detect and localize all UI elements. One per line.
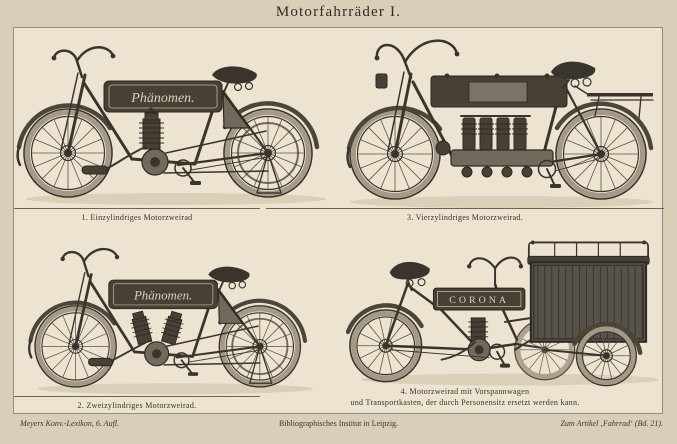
imprint-publisher: Bibliographisches Institut in Leipzig. <box>278 419 399 428</box>
imprint-edition: Meyers Konv.-Lexikon, 6. Aufl. <box>20 419 120 428</box>
rear-stand <box>249 345 273 384</box>
figure-1-illustration: Phänomen. <box>16 46 326 205</box>
front-mudflap <box>16 145 22 167</box>
luggage-rack <box>574 85 654 119</box>
caption-figure-4-line1: 4. Motorzweirad mit Vorspannwagen <box>400 387 530 396</box>
saddle <box>551 61 596 89</box>
rear-fender <box>346 303 424 335</box>
pedal-crank <box>174 156 269 185</box>
figure-3-illustration <box>346 39 654 208</box>
figure-2-illustration: Phänomen. <box>28 247 314 395</box>
caption-figure-4: 4. Motorzweirad mit Vorspannwagen und Tr… <box>266 386 664 408</box>
imprint-article: Zum Artikel ‚Fahrrad‘ (Bd. 21). <box>560 419 663 428</box>
tank-label: CORONA <box>449 295 509 306</box>
divider-top-left <box>14 208 260 209</box>
pedal-crank <box>537 157 602 188</box>
saddle <box>212 66 257 93</box>
caption-figure-2: 2. Zweizylindriges Motorzweirad. <box>77 401 197 410</box>
imprint-row: Meyers Konv.-Lexikon, 6. Aufl. Bibliogra… <box>0 419 677 439</box>
front-fork <box>68 272 93 348</box>
engine-four-cylinder <box>435 115 554 178</box>
rear-fender <box>554 101 654 151</box>
front-fork <box>375 71 413 156</box>
plate-frame: Phänomen. <box>13 27 664 414</box>
handlebar <box>467 256 524 286</box>
handlebar <box>374 39 460 80</box>
rear-stand <box>256 152 282 194</box>
engine-v-twin <box>88 310 184 367</box>
fuel-tank: CORONA <box>432 287 526 311</box>
cart-fender <box>572 321 643 355</box>
tank-label: Phänomen. <box>130 91 194 106</box>
muffler <box>88 357 113 367</box>
drive-belt <box>163 325 261 366</box>
divider-bottom-left <box>14 396 260 397</box>
pedal-crank <box>389 343 510 368</box>
engine-single-cylinder <box>81 107 169 176</box>
ground-shadow <box>26 193 326 205</box>
figure-4-illustration: CORONA <box>346 240 660 387</box>
headlamp <box>375 73 388 89</box>
front-fender <box>16 103 113 150</box>
front-mudflap <box>346 146 352 169</box>
engine <box>440 317 491 362</box>
fuel-tank: Phänomen. <box>103 80 223 113</box>
fuel-tank: Phänomen. <box>108 279 218 310</box>
ground-shadow <box>36 383 314 395</box>
handlebar <box>60 247 120 278</box>
tank-label: Phänomen. <box>133 288 192 302</box>
rear-wheel <box>555 108 647 200</box>
front-wheel <box>34 305 117 388</box>
saddle <box>208 266 250 292</box>
front-fork <box>60 72 87 155</box>
muffler <box>81 165 109 175</box>
caption-figure-4-line2: und Transportkasten, der durch Personens… <box>350 398 580 407</box>
drive-belt <box>163 130 269 174</box>
front-mudflap <box>28 339 33 359</box>
magneto <box>435 140 451 156</box>
pedal-crank <box>173 349 261 376</box>
saddle <box>389 261 430 292</box>
front-fender <box>28 300 117 343</box>
ground-shadow <box>350 196 654 208</box>
plate-title: Motorfahrräder I. <box>275 4 402 20</box>
caption-figure-1: 1. Einzylindriges Motorzweirad <box>81 213 193 222</box>
divider-top-right <box>266 208 664 209</box>
fuel-tank <box>430 73 568 108</box>
caption-figure-3: 3. Vierzylindriges Motorzweirad. <box>406 213 524 222</box>
connecting-struts <box>504 316 542 349</box>
handlebar <box>51 46 116 79</box>
front-fender <box>346 105 443 151</box>
